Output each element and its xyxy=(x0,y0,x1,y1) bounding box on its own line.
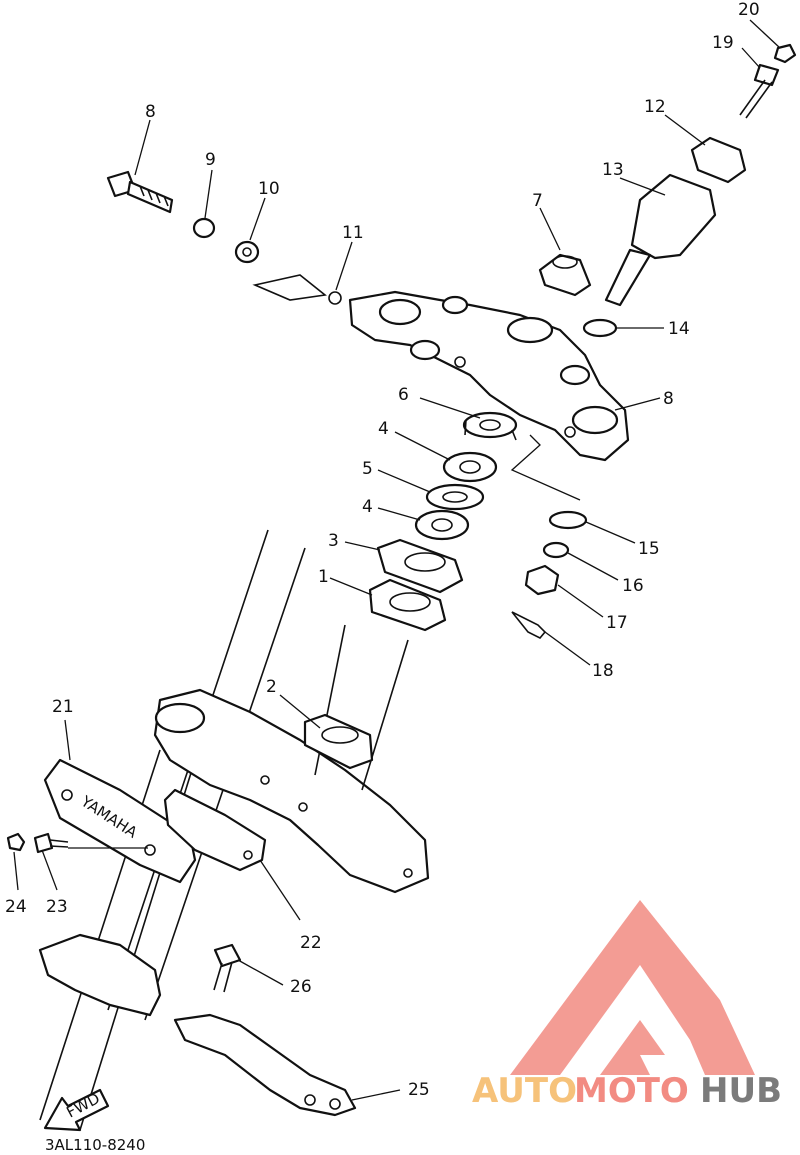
label-1: 1 xyxy=(318,567,329,587)
label-6: 6 xyxy=(398,385,409,405)
label-3: 3 xyxy=(328,531,339,551)
label-18: 17 xyxy=(606,613,628,633)
label-13: 12 xyxy=(644,97,666,117)
label-26: 25 xyxy=(408,1080,430,1100)
bolt-27 xyxy=(213,943,242,993)
label-8: 8 xyxy=(663,389,674,409)
ring-nut-4b xyxy=(414,509,470,541)
watermark-logo-icon xyxy=(510,900,755,1075)
ring-nut-4a xyxy=(442,451,498,483)
bearing-1 xyxy=(368,578,447,632)
leader-lines xyxy=(13,19,781,1101)
clip-12 xyxy=(252,274,342,305)
cap-21 xyxy=(773,43,797,64)
watermark-text: AUTO MOTO HUB xyxy=(472,1071,782,1111)
diagram-code: 3AL110-8240 xyxy=(45,1136,145,1154)
label-2: 2 xyxy=(266,677,277,697)
bracket-23 xyxy=(163,788,267,872)
bearing-2 xyxy=(303,713,374,770)
label-14: 13 xyxy=(602,160,624,180)
label-7: 7 xyxy=(532,191,543,211)
handle-14 xyxy=(604,173,717,307)
fwd-arrow: FWD xyxy=(43,1088,110,1132)
stay-26 xyxy=(173,1013,357,1117)
cap-25 xyxy=(6,832,26,852)
label-9: 8 xyxy=(145,102,156,122)
label-12: 11 xyxy=(342,223,364,243)
washer-10 xyxy=(192,217,216,239)
bearing-race-3 xyxy=(376,538,464,594)
part-labels: 8 9 10 11 7 12 13 14 8 6 4 5 4 3 1 2 15 … xyxy=(5,0,760,1154)
label-19: 18 xyxy=(592,661,614,681)
label-22: 21 xyxy=(52,697,74,717)
label-4b: 4 xyxy=(362,497,373,517)
label-5: 5 xyxy=(362,459,373,479)
label-10: 9 xyxy=(205,150,216,170)
label-21: 20 xyxy=(738,0,760,20)
cotter-pin-19 xyxy=(511,611,547,639)
label-15: 14 xyxy=(668,319,690,339)
washer-11 xyxy=(234,240,260,264)
nut-18 xyxy=(524,564,560,596)
label-20: 19 xyxy=(712,33,734,53)
bolt-9 xyxy=(106,170,174,214)
label-27: 26 xyxy=(290,977,312,997)
upper-bracket xyxy=(348,290,630,462)
washer-15 xyxy=(582,318,618,338)
label-11: 10 xyxy=(258,179,280,199)
washer-5 xyxy=(425,483,485,511)
washer-17 xyxy=(542,541,570,559)
cap-7 xyxy=(538,253,592,297)
screw-20 xyxy=(739,63,780,119)
label-4a: 4 xyxy=(378,419,389,439)
watermark-moto: MOTO xyxy=(574,1071,689,1111)
lower-stem-base xyxy=(38,933,162,1017)
clamp-13 xyxy=(690,136,747,184)
lower-bracket xyxy=(153,624,430,894)
label-24: 23 xyxy=(46,897,68,917)
washer-16 xyxy=(548,510,588,530)
label-16: 15 xyxy=(638,539,660,559)
bolt-24 xyxy=(33,832,69,854)
lock-washer-6 xyxy=(462,411,518,441)
watermark-hub: HUB xyxy=(700,1071,782,1111)
watermark-auto: AUTO xyxy=(472,1071,577,1111)
label-25: 24 xyxy=(5,897,27,917)
label-17: 16 xyxy=(622,576,644,596)
bracket-22: YAMAHA xyxy=(43,758,197,884)
label-23: 22 xyxy=(300,933,322,953)
